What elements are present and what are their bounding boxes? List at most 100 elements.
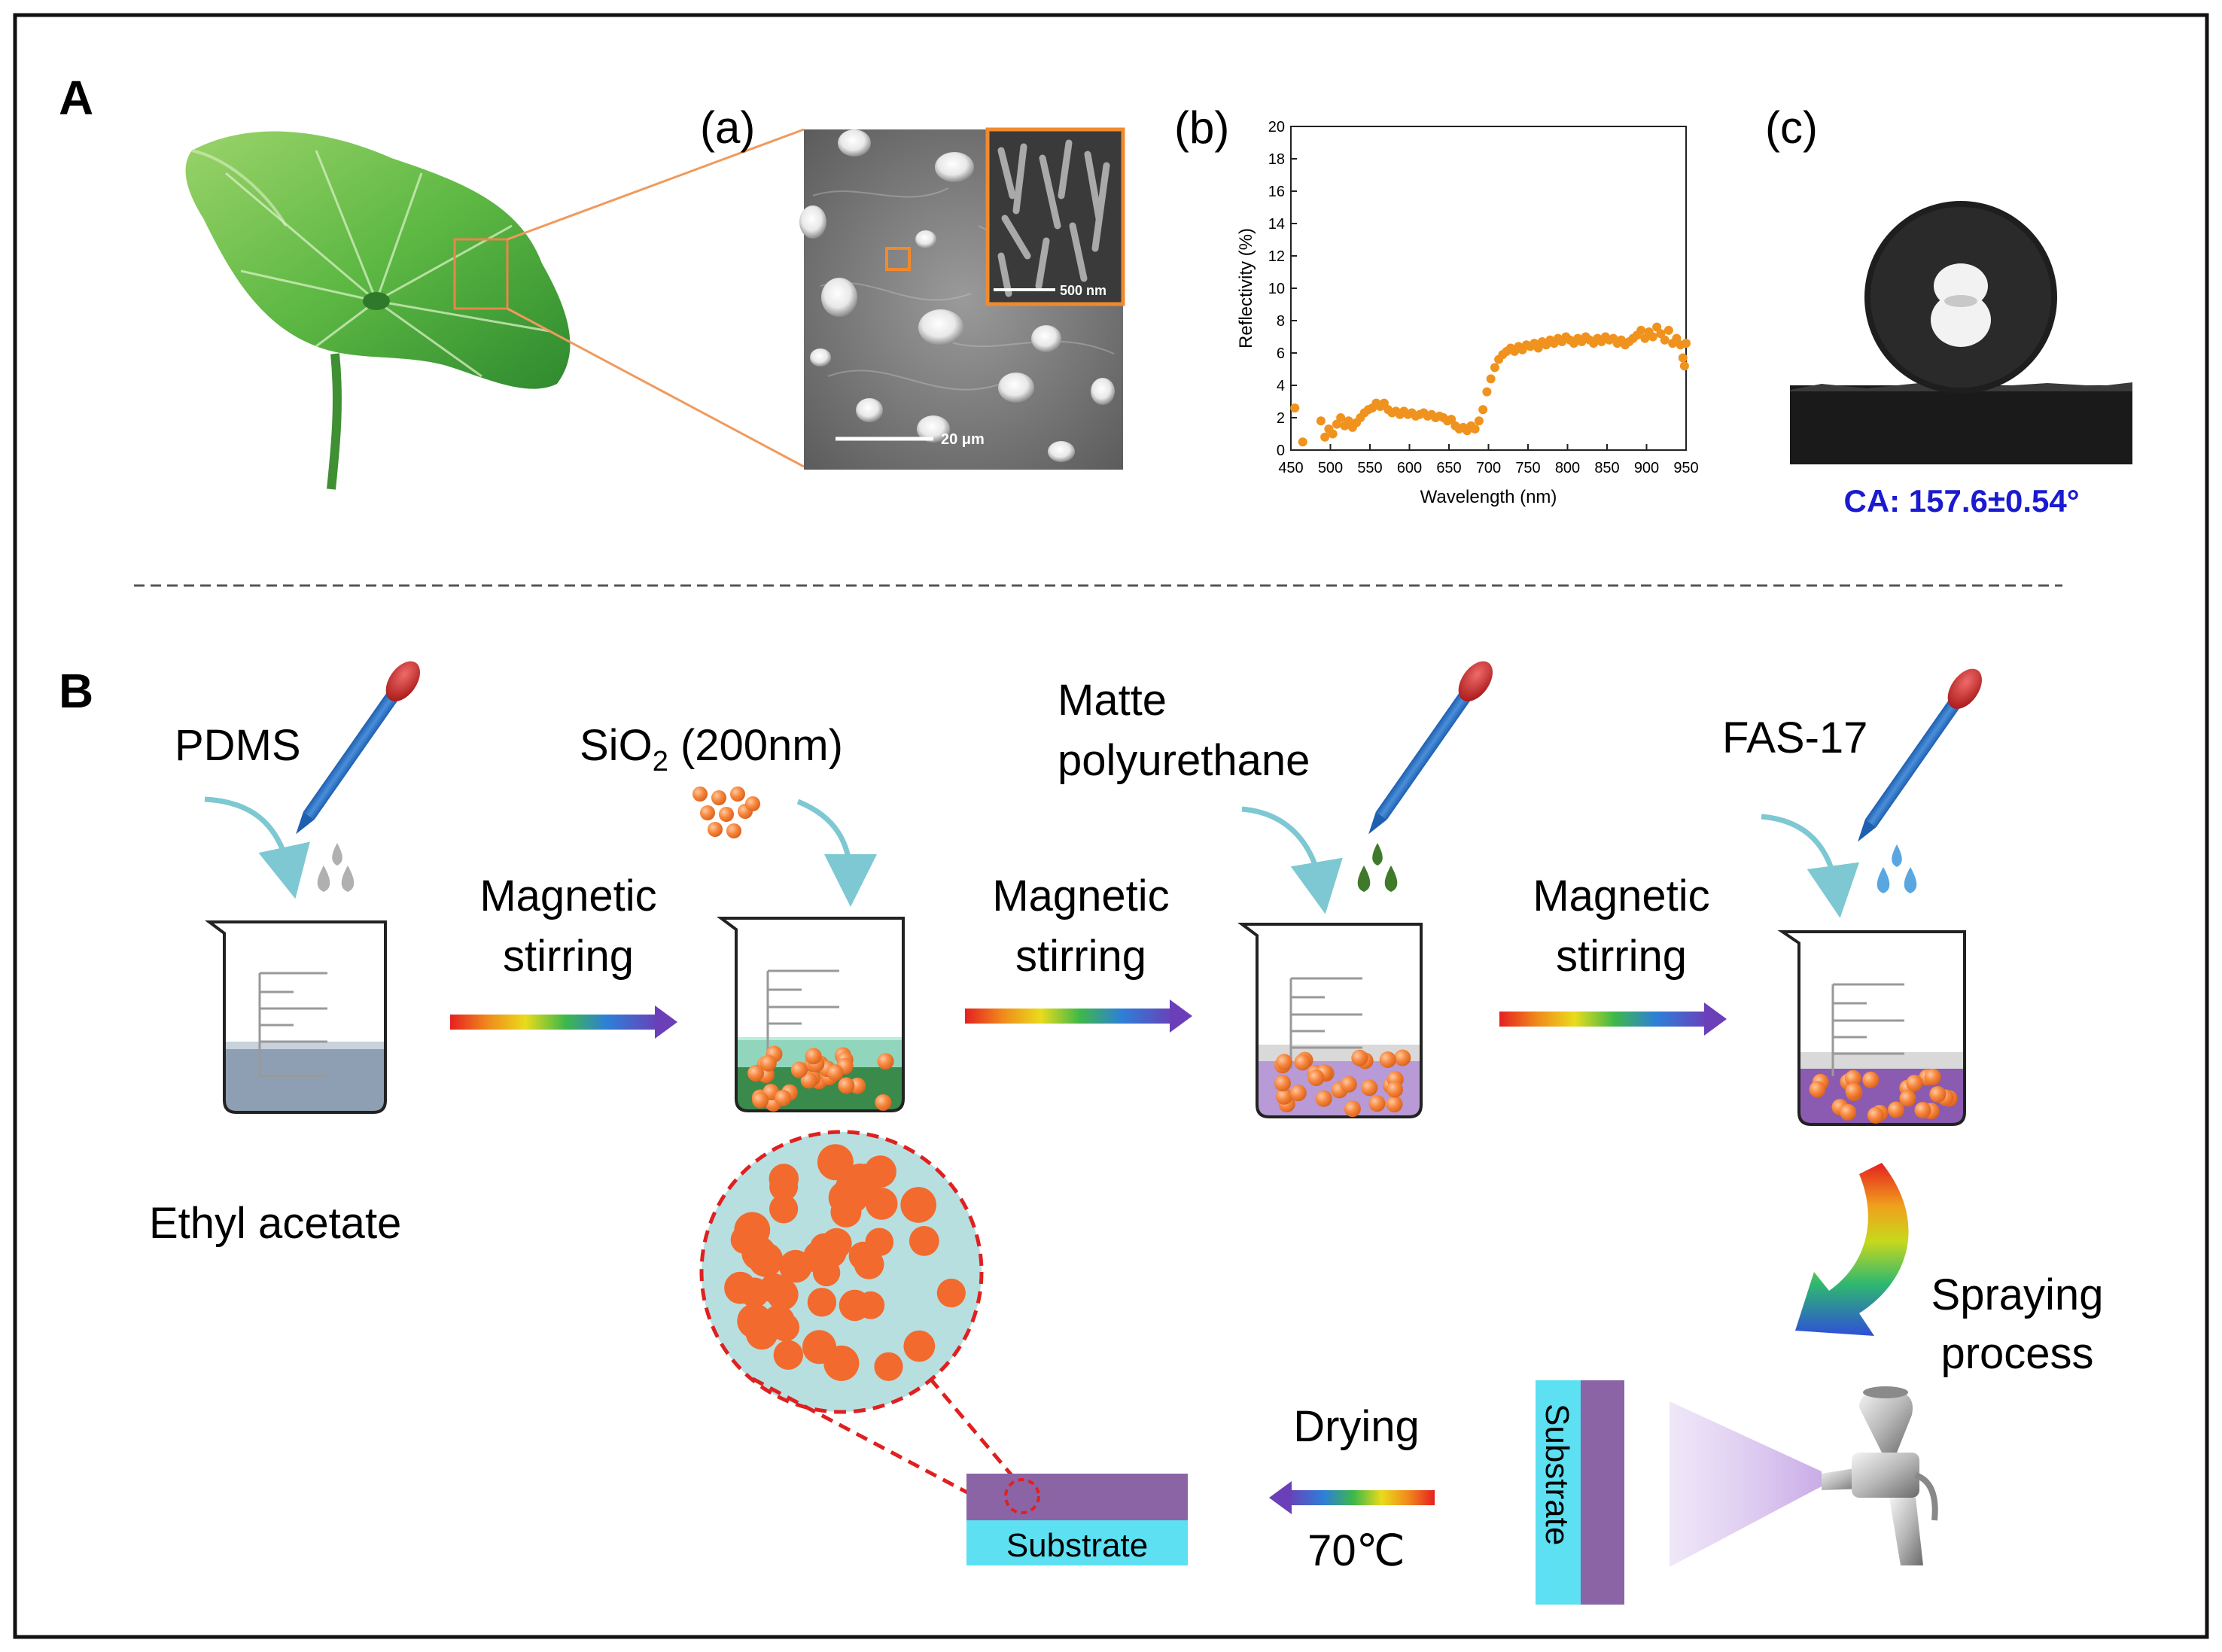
- silica-particle: [1867, 1106, 1884, 1124]
- polyurethane-droplets-icon: [1357, 843, 1398, 892]
- data-point: [1298, 437, 1307, 447]
- y-tick-label: 2: [1277, 410, 1285, 427]
- drying-label: Drying: [1293, 1402, 1420, 1451]
- silica-particle: [812, 1258, 841, 1287]
- sem-scale-label: 20 μm: [941, 431, 985, 448]
- silica-particle: [773, 1340, 804, 1371]
- pdms-droplets-icon: [317, 843, 355, 892]
- data-point: [1328, 429, 1338, 439]
- silica-particle: [1386, 1081, 1403, 1098]
- y-tick-label: 20: [1268, 119, 1285, 135]
- stirring-arrow-2: [965, 999, 1192, 1033]
- fas-droplets-icon: [1877, 844, 1917, 893]
- silica-particle: [752, 1091, 769, 1109]
- data-point: [1344, 416, 1353, 426]
- y-axis-label: Reflectivity (%): [1236, 228, 1256, 348]
- silica-particle: [1906, 1075, 1923, 1091]
- add-arrow-icon: [796, 799, 877, 907]
- data-point: [1490, 363, 1499, 373]
- chart-frame: [1290, 126, 1687, 451]
- sio2-label: SiO2 (200nm): [580, 721, 843, 777]
- data-point: [1379, 398, 1389, 408]
- silica-particle: [865, 1188, 898, 1220]
- silica-particle: [1924, 1068, 1941, 1085]
- data-point: [1640, 333, 1650, 343]
- silica-particle: [724, 1271, 756, 1304]
- data-point: [1663, 325, 1673, 335]
- x-tick-label: 850: [1594, 460, 1619, 476]
- data-point: [1320, 432, 1330, 442]
- silica-particle: [800, 1072, 817, 1089]
- silica-particle: [1368, 1095, 1386, 1112]
- dropper-icon: [296, 661, 420, 835]
- stirring-arrow-1: [450, 1005, 677, 1039]
- x-tick-label: 600: [1397, 460, 1422, 476]
- fas-label: FAS-17: [1722, 713, 1867, 762]
- silica-particle: [848, 1241, 878, 1270]
- lotus-leaf-illustration: [185, 131, 571, 490]
- sem-image: 500 nm 20 μm: [799, 127, 1125, 470]
- subpanel-c-label: (c): [1765, 102, 1818, 153]
- beaker-particles: [747, 1045, 894, 1112]
- y-tick-label: 12: [1268, 248, 1285, 265]
- dropper-icon: [1858, 668, 1982, 842]
- y-tick-label: 8: [1277, 313, 1285, 330]
- ethyl-acetate-label: Ethyl acetate: [149, 1199, 401, 1248]
- sem-inset: 500 nm: [985, 127, 1125, 306]
- spraying-curve-arrow: [1795, 1163, 1909, 1336]
- x-tick-label: 800: [1555, 460, 1580, 476]
- spraying-label-line2: process: [1940, 1329, 2093, 1378]
- silica-particle: [790, 1061, 808, 1079]
- silica-particle: [1899, 1090, 1916, 1107]
- vertical-substrate: [1536, 1380, 1624, 1605]
- silica-particle: [903, 1330, 936, 1362]
- y-tick-label: 0: [1277, 443, 1285, 459]
- silica-particle: [1276, 1088, 1293, 1105]
- panel-b-label: B: [59, 664, 93, 718]
- data-point: [1672, 333, 1682, 343]
- x-axis-label: Wavelength (nm): [1420, 487, 1557, 507]
- x-tick-label: 750: [1515, 460, 1540, 476]
- data-point: [1486, 374, 1496, 384]
- silica-particle: [807, 1288, 837, 1317]
- dropper-icon: [1368, 661, 1493, 835]
- silica-particle: [1344, 1100, 1361, 1118]
- matte-label-line1: Matte: [1058, 676, 1167, 725]
- stirring-label-2-line1: Magnetic: [992, 872, 1169, 920]
- panel-a-label: A: [59, 71, 93, 125]
- beaker-particles: [1809, 1068, 1958, 1124]
- data-point: [1679, 361, 1689, 371]
- silica-particle: [874, 1352, 903, 1381]
- silica-particle: [821, 1228, 852, 1259]
- data-point: [1447, 415, 1456, 424]
- spray-cone: [1670, 1401, 1822, 1567]
- silica-particle: [759, 1054, 777, 1072]
- stirring-arrow-3: [1499, 1002, 1727, 1036]
- data-point: [1533, 343, 1543, 353]
- silica-particle: [1307, 1069, 1325, 1087]
- silica-particle: [1340, 1075, 1357, 1093]
- data-point: [1652, 322, 1662, 332]
- sio2-particles-icon: [692, 786, 760, 838]
- subpanel-a-label: (a): [700, 102, 755, 153]
- stirring-label-3-line1: Magnetic: [1533, 872, 1709, 920]
- contact-angle-image: [1790, 184, 2132, 464]
- silica-particle: [826, 1064, 844, 1082]
- beaker-fas: [1777, 930, 1966, 1126]
- silica-particle: [1862, 1071, 1880, 1088]
- silica-particle: [1274, 1075, 1291, 1092]
- y-tick-label: 10: [1268, 281, 1285, 297]
- data-point: [1474, 416, 1484, 426]
- silica-particle: [730, 1225, 759, 1255]
- drying-arrow: [1269, 1481, 1435, 1514]
- x-tick-label: 700: [1476, 460, 1501, 476]
- matte-label-line2: polyurethane: [1058, 736, 1310, 785]
- data-point: [1332, 419, 1341, 429]
- x-tick-label: 900: [1634, 460, 1659, 476]
- silica-particle: [817, 1144, 854, 1181]
- stirring-label-1-line2: stirring: [503, 932, 634, 981]
- silica-particle: [1914, 1102, 1931, 1118]
- silica-particle: [1809, 1081, 1826, 1098]
